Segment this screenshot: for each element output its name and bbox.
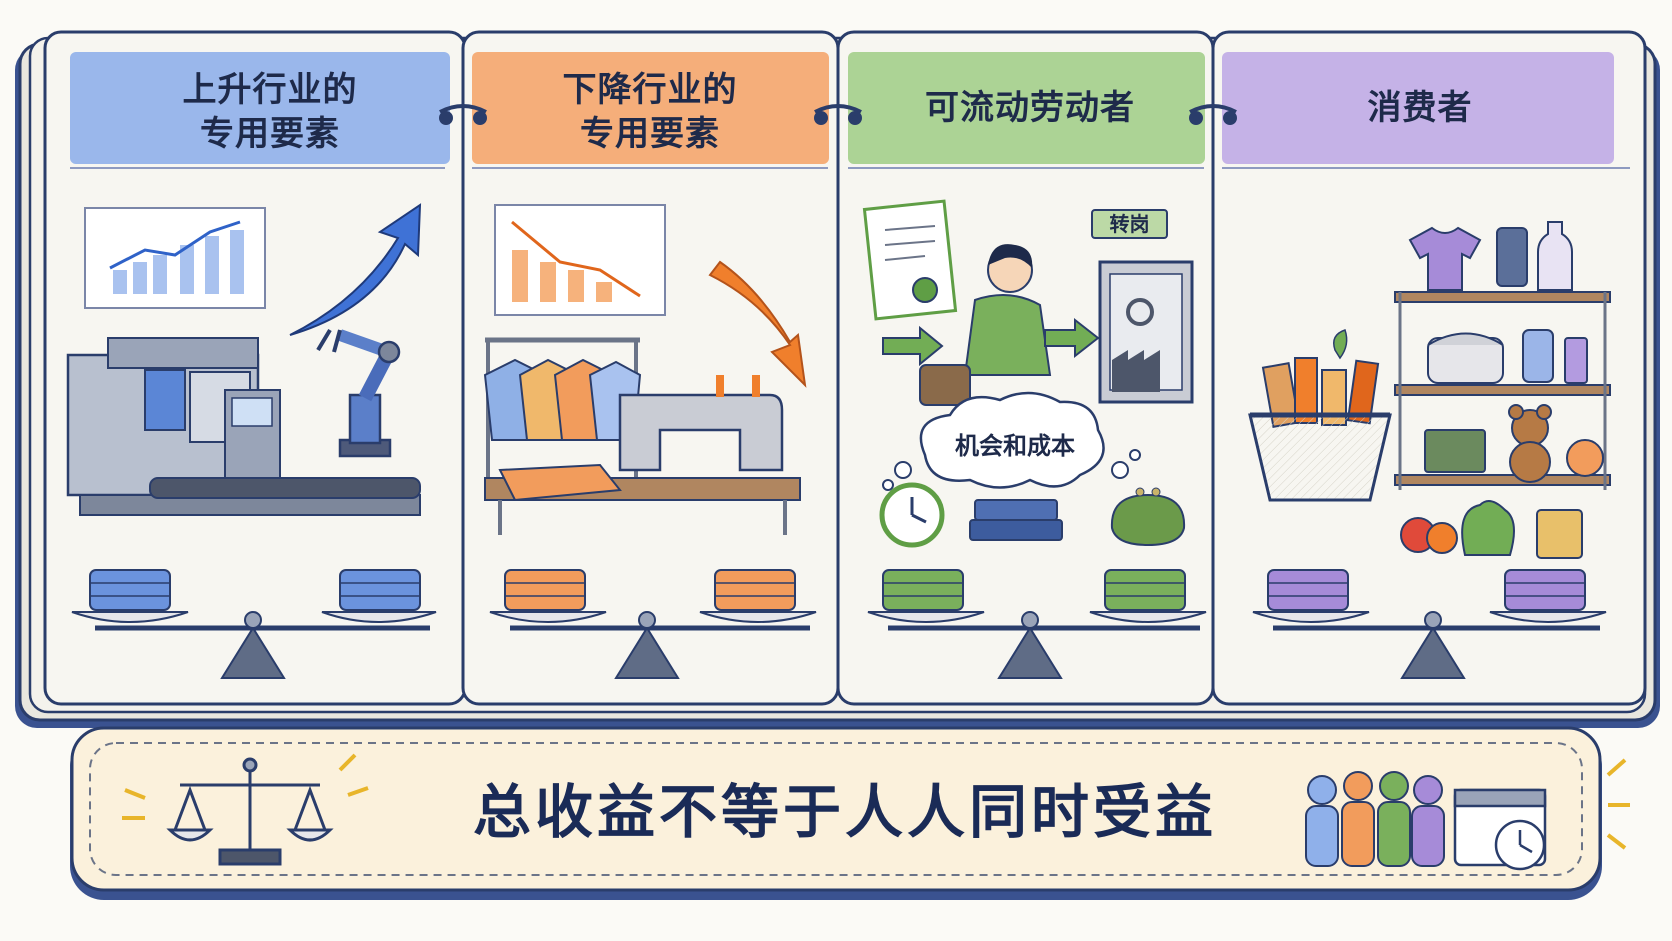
rising-chart-icon [84, 207, 266, 309]
opportunity-cost-label: 机会和成本 [955, 432, 1075, 460]
new-job-door-icon [1091, 209, 1194, 404]
balance-scale-rising [71, 569, 437, 679]
panel-falling-title-line1: 下降行业的 [562, 70, 738, 110]
panel-consumer-title: 消费者 [1367, 88, 1473, 128]
balance-scale-falling [489, 569, 817, 679]
teddy-bear-icon [1508, 404, 1552, 483]
panel-rising-title-line1: 上升行业的 [182, 70, 358, 110]
clock-icon [879, 482, 945, 548]
panel-falling-industry [461, 30, 840, 706]
job-change-label: 转岗 [1109, 212, 1150, 236]
panel-rising-title-line2: 专用要素 [200, 114, 340, 154]
wallet-icon [1110, 487, 1186, 547]
cnc-machine-icon [66, 337, 421, 516]
rice-cooker-icon [1427, 332, 1504, 384]
certificate-icon [862, 199, 958, 321]
store-shelf-icon [1394, 291, 1611, 490]
arrow-right-icon [882, 325, 944, 367]
shopping-basket-icon [1248, 329, 1392, 502]
produce-icon [1400, 500, 1583, 559]
panel-mobile-title: 可流动劳动者 [925, 88, 1135, 128]
robot-arm-icon [316, 328, 401, 458]
summary-text: 总收益不等于人人同时受益 [472, 778, 1217, 846]
falling-chart-icon [494, 204, 666, 316]
books-icon [969, 499, 1063, 541]
panel-mobile-workers [836, 30, 1215, 706]
up-arrow-icon [289, 203, 422, 336]
book-icon [1424, 429, 1486, 473]
worker-icon [919, 244, 1052, 406]
people-group-icon [1305, 771, 1445, 867]
panel-consumers [1211, 30, 1647, 706]
panel-rising-industry [43, 30, 467, 706]
sewing-machine-icon [484, 375, 801, 535]
detergent-icon [1522, 329, 1554, 383]
cosmetic-icon [1564, 337, 1588, 384]
spark-lines-left [122, 753, 1630, 850]
calendar-clock-icon [1453, 788, 1547, 871]
justice-scale-icon [166, 757, 334, 866]
ball-icon [1566, 439, 1604, 477]
bottle-icon [1537, 221, 1573, 291]
balance-scale-consumer [1252, 569, 1607, 679]
phone-icon [1496, 227, 1528, 287]
down-arrow-icon [708, 260, 807, 388]
thought-bubble [882, 391, 1141, 491]
tshirt-icon [1408, 226, 1482, 291]
balance-scale-mobile [867, 569, 1207, 679]
panel-connectors [439, 104, 1237, 125]
summary-banner [70, 726, 1602, 900]
arrow-right-icon-2 [1044, 317, 1100, 359]
panel-falling-title-line2: 专用要素 [580, 114, 720, 154]
